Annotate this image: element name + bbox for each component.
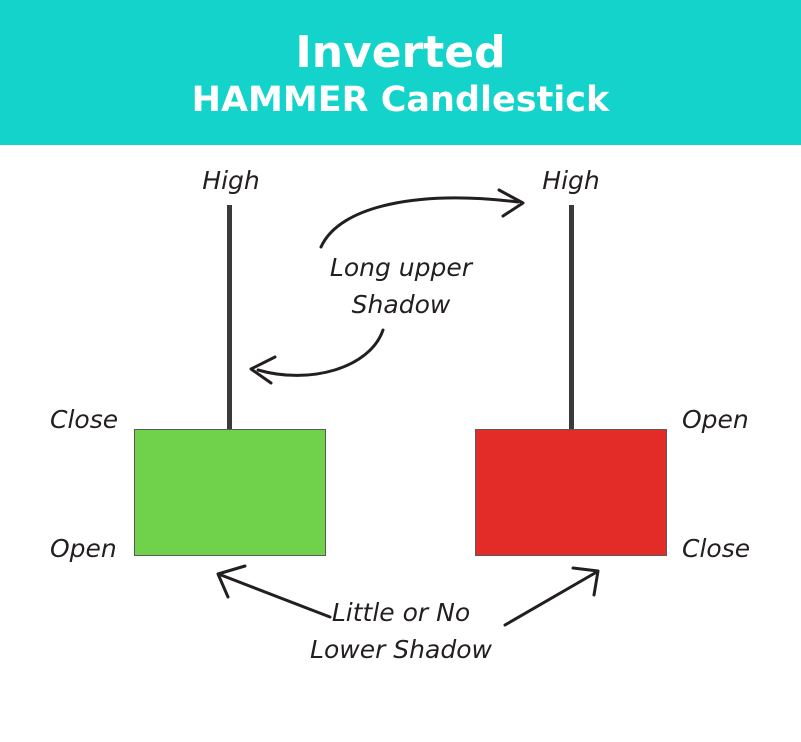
lower-shadow-annotation-line2: Lower Shadow (310, 635, 492, 664)
upper-shadow-annotation-line1: Long upper (329, 253, 473, 282)
bearish-candle-body (475, 429, 667, 556)
candlestick-diagram: High Close Open High Open Close Long upp… (0, 145, 801, 742)
header-banner: Inverted HAMMER Candlestick (0, 0, 801, 145)
bullish-high-label: High (202, 166, 260, 195)
page-title-primary: Inverted (295, 26, 506, 78)
bearish-upper-wick (569, 205, 574, 430)
bullish-candle-body (134, 429, 326, 556)
page-title-secondary: HAMMER Candlestick (191, 79, 610, 120)
bearish-high-label: High (542, 166, 600, 195)
bullish-upper-wick (227, 205, 232, 430)
bullish-open-label: Open (50, 534, 117, 563)
upper-shadow-annotation-line2: Shadow (351, 290, 451, 319)
lower-shadow-annotation-line1: Little or No (331, 598, 471, 627)
bearish-close-label: Close (682, 534, 751, 563)
bearish-open-label: Open (682, 405, 749, 434)
bullish-close-label: Close (50, 405, 119, 434)
